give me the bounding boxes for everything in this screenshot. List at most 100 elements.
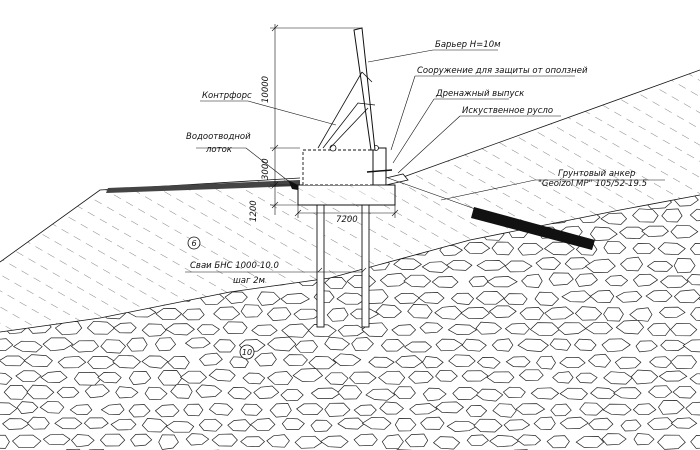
rock-shape	[100, 403, 125, 415]
dim-grillage-width: 7200	[336, 215, 358, 225]
rock-shape	[602, 403, 632, 416]
rock-shape	[502, 386, 526, 398]
rock-shape	[167, 356, 190, 370]
rock-shape	[435, 401, 464, 414]
rock-shape	[686, 274, 700, 286]
rock-shape	[452, 387, 480, 400]
rock-shape	[435, 338, 464, 352]
label-piles-line1: Сваи БНС 1000-10.0	[190, 261, 279, 271]
rock-shape	[518, 369, 544, 381]
rock-shape	[282, 354, 308, 366]
upper-block	[302, 149, 374, 186]
rock-shape	[476, 260, 506, 271]
rock-shape	[521, 273, 543, 288]
rock-shape	[0, 355, 26, 367]
rock-shape	[517, 338, 549, 352]
rock-shape	[361, 417, 392, 430]
rock-shape	[559, 356, 586, 369]
rock-shape	[100, 339, 126, 354]
rock-shape	[491, 241, 515, 256]
rock-shape	[403, 341, 433, 353]
rock-shape	[307, 324, 337, 338]
rock-shape	[689, 243, 700, 256]
rock-shape	[253, 385, 280, 399]
rock-shape	[158, 434, 179, 450]
rock-shape	[170, 383, 193, 399]
rock-shape	[445, 260, 473, 271]
rock-shape	[365, 388, 396, 401]
rock-shape	[353, 404, 377, 416]
rock-shape	[266, 307, 292, 321]
rock-shape	[16, 401, 39, 414]
rock-shape	[380, 339, 405, 352]
rock-shape	[585, 322, 614, 335]
rock-shape	[227, 419, 252, 432]
rock-shape	[0, 211, 14, 225]
rock-shape	[184, 337, 211, 349]
rock-shape	[535, 257, 562, 270]
rock-shape	[635, 340, 658, 353]
rock-shape	[379, 272, 409, 287]
rock-shape	[603, 307, 624, 322]
rock-shape	[620, 419, 642, 432]
rock-shape	[633, 433, 655, 446]
rock-shape	[154, 404, 180, 418]
rock-shape	[54, 417, 83, 430]
rock-shape	[128, 404, 151, 418]
rock-shape	[337, 324, 367, 337]
rock-shape	[332, 353, 362, 366]
rock-shape	[130, 433, 153, 447]
rock-shape	[381, 434, 404, 450]
rock-shape	[199, 352, 223, 366]
rock-shape	[435, 370, 458, 382]
rock-shape	[546, 435, 570, 449]
rock-shape	[83, 417, 109, 429]
label-gutter-line1: Водоотводной	[186, 132, 251, 142]
rock-shape	[84, 384, 110, 399]
rock-shape	[196, 324, 220, 336]
rock-shape	[324, 402, 351, 417]
rock-shape	[251, 324, 278, 337]
rock-shape	[670, 355, 697, 369]
rock-shape	[349, 371, 377, 385]
rock-shape	[183, 403, 204, 417]
rock-shape	[584, 258, 616, 273]
rock-shape	[473, 418, 503, 433]
rock-shape	[534, 291, 560, 306]
rock-shape	[165, 420, 195, 433]
rock-shape	[536, 355, 556, 370]
rock-shape	[23, 354, 53, 367]
rock-shape	[324, 336, 351, 351]
rock-shape	[579, 402, 604, 416]
rock-shape	[71, 434, 95, 448]
rock-shape	[439, 244, 463, 257]
grillage	[288, 144, 409, 206]
rock-shape	[612, 387, 642, 400]
rock-shape	[326, 307, 349, 322]
rock-shape	[3, 385, 29, 400]
rock-shape	[2, 418, 30, 430]
dim-barrier-height: 10000	[261, 76, 271, 103]
rock-shape	[40, 370, 68, 383]
rock-shape	[213, 339, 236, 353]
rock-shape	[619, 226, 647, 239]
rock-shape	[552, 371, 574, 384]
label-anchor-line1: Грунтовый анкер	[558, 169, 635, 179]
rock-shape	[516, 434, 542, 446]
rock-shape	[208, 368, 236, 382]
rock-shape	[87, 355, 117, 369]
rock-shape	[503, 293, 528, 306]
rock-shape	[368, 356, 395, 368]
rock-shape	[403, 274, 432, 288]
rock-shape	[179, 370, 208, 384]
rock-shape	[476, 357, 501, 369]
rock-shape	[690, 306, 700, 322]
rock-shape	[419, 322, 444, 334]
rock-shape	[141, 418, 168, 433]
rock-shape	[503, 419, 531, 431]
rock-shape	[213, 306, 241, 321]
rock-shape	[601, 433, 627, 446]
rock-shape	[461, 338, 487, 352]
rock-shape	[15, 181, 40, 191]
